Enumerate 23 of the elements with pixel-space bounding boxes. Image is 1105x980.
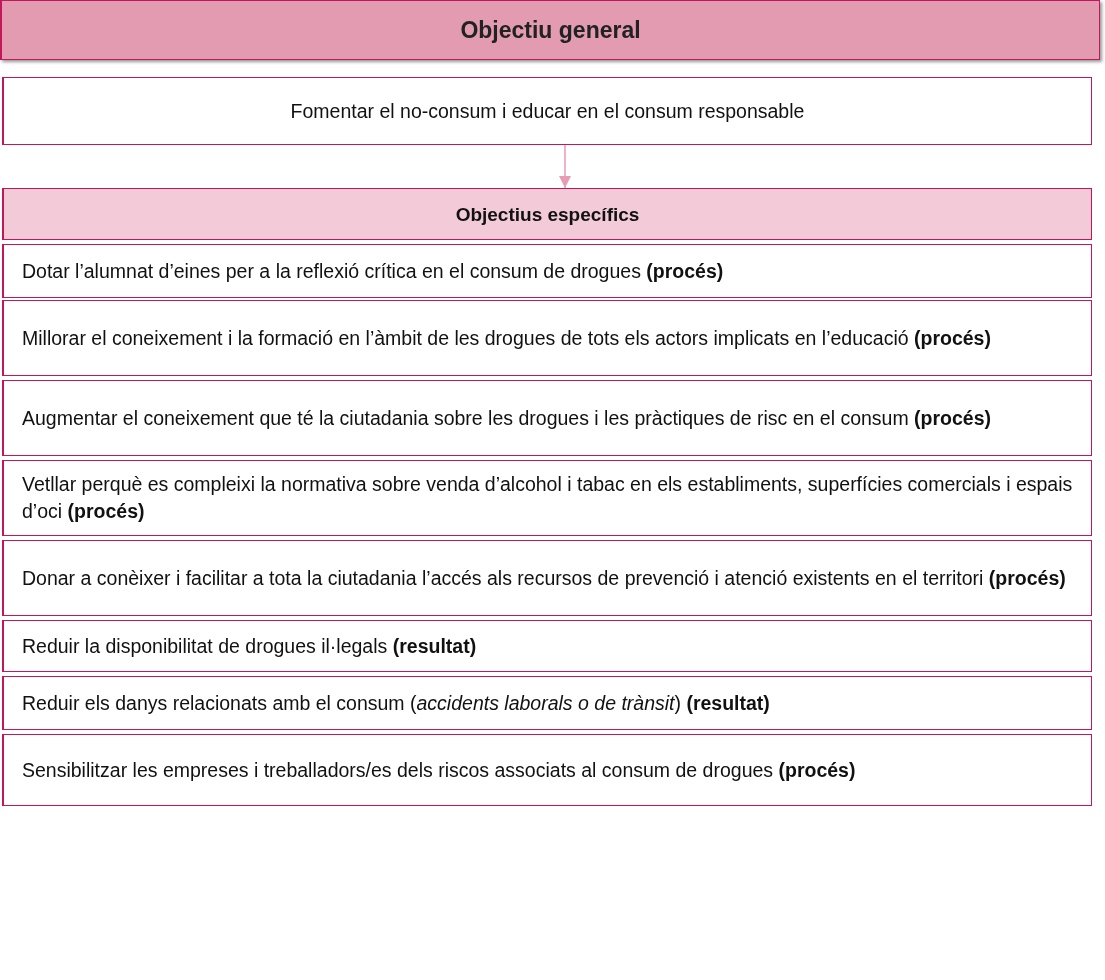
- objective-text: Reduir la disponibilitat de drogues il·legals (resultat): [21, 633, 478, 659]
- objective-text: Millorar el coneixement i la formació en l’àmbit de les drogues de tots els actors implicats en l’educació (procés): [21, 325, 992, 351]
- objective-text: Donar a conèixer i facilitar a tota la ciutadania l’accés als recursos de prevenció i atenció existents en el territori (procés): [21, 565, 1067, 591]
- header-band: [0, 0, 1100, 60]
- objective-text: Dotar l’alumnat d’eines per a la reflexió crítica en el consum de drogues (procés): [21, 258, 725, 284]
- objective-box: [2, 460, 1092, 536]
- objective-box: [2, 676, 1092, 730]
- objective-box: [2, 734, 1092, 806]
- header-band: [2, 188, 1092, 240]
- objective-text: Fomentar el no-consum i educar en el consum responsable: [289, 98, 806, 124]
- objective-text: Augmentar el coneixement que té la ciutadania sobre les drogues i les pràctiques de risc en el consum (procés): [21, 405, 993, 431]
- objective-box: [2, 300, 1092, 376]
- objective-box: [2, 620, 1092, 672]
- arrow: [559, 144, 571, 189]
- heading-text: Objectiu general: [459, 16, 642, 44]
- objective-box: [2, 380, 1092, 456]
- objective-text: Reduir els danys relacionats amb el consum (accidents laborals o de trànsit) (resultat): [21, 690, 771, 716]
- objective-box: [2, 540, 1092, 616]
- objective-text: Vetllar perquè es compleixi la normativa sobre venda d’alcohol i tabac en els establiments, superfícies comercials i espais d’oci (procés): [21, 472, 1074, 524]
- heading-text: Objectius específics: [454, 202, 641, 227]
- objective-box: [2, 77, 1092, 145]
- objective-text: Sensibilitzar les empreses i treballadors/es dels riscos associats al consum de drogues (procés): [21, 757, 857, 783]
- objective-box: [2, 244, 1092, 298]
